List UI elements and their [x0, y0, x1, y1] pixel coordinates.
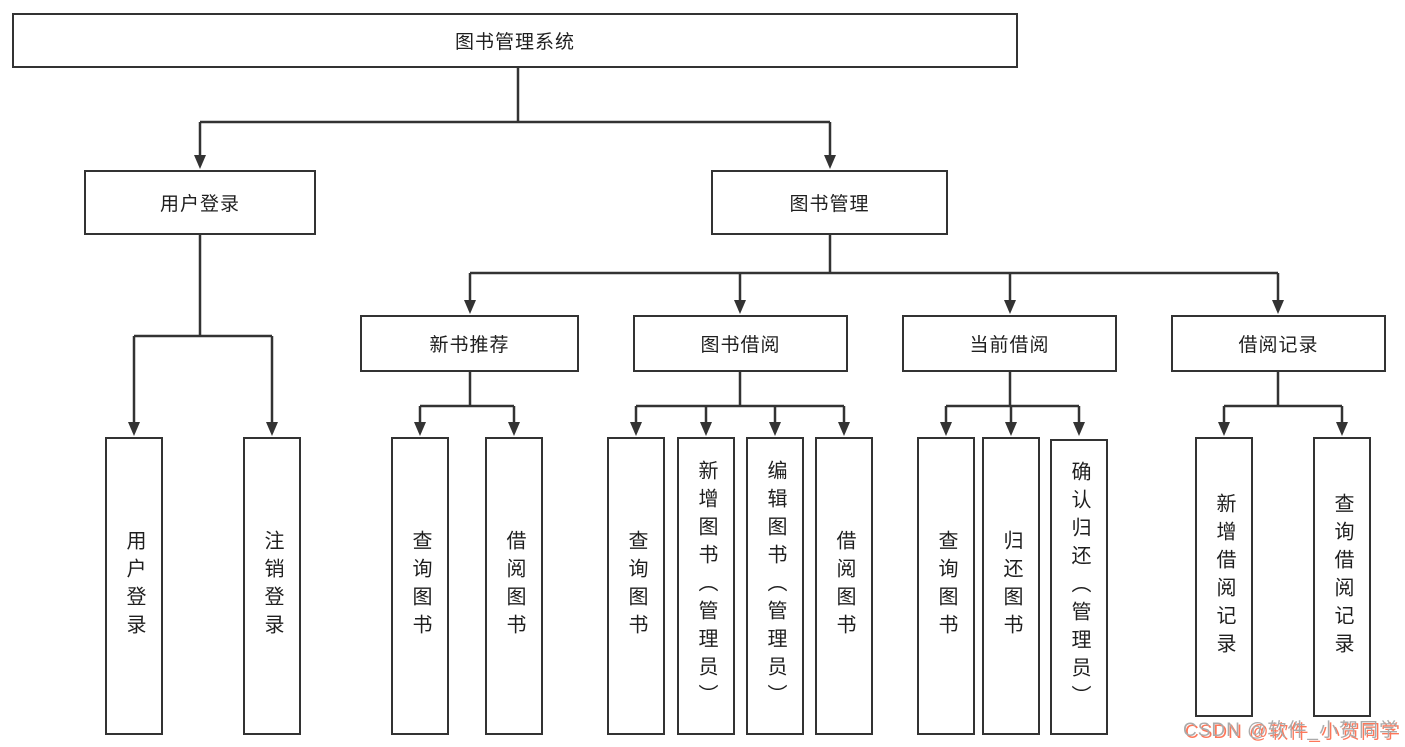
leaf-current-query-books: 查询图书	[917, 437, 975, 735]
node-book-borrow: 图书借阅	[633, 315, 848, 372]
node-label: 归还图书	[1000, 530, 1022, 642]
node-label: 新书推荐	[429, 335, 510, 356]
leaf-records-query-record: 查询借阅记录	[1313, 437, 1371, 717]
node-current-borrow: 当前借阅	[902, 315, 1117, 372]
leaf-current-return-books: 归还图书	[982, 437, 1040, 735]
node-label: 查询图书	[409, 530, 431, 642]
node-label: 图书借阅	[700, 335, 781, 356]
node-label: 图书管理系统	[454, 32, 575, 53]
node-label: 查询借阅记录	[1331, 493, 1353, 661]
node-label: 新增图书（管理员）	[695, 460, 717, 712]
node-label: 编辑图书（管理员）	[764, 460, 786, 712]
leaf-current-confirm-return-admin: 确认归还（管理员）	[1050, 439, 1108, 735]
leaf-borrow-borrow-books: 借阅图书	[815, 437, 873, 735]
node-label: 新增借阅记录	[1213, 493, 1235, 661]
leaf-recommend-query-books: 查询图书	[391, 437, 449, 735]
node-label: 查询图书	[625, 530, 647, 642]
node-label: 借阅记录	[1238, 335, 1319, 356]
node-new-book-recommend: 新书推荐	[360, 315, 579, 372]
leaf-records-add-record: 新增借阅记录	[1195, 437, 1253, 717]
leaf-borrow-add-books-admin: 新增图书（管理员）	[677, 437, 735, 735]
leaf-recommend-borrow-books: 借阅图书	[485, 437, 543, 735]
node-label: 用户登录	[123, 530, 145, 642]
node-label: 当前借阅	[969, 335, 1050, 356]
node-label: 确认归还（管理员）	[1068, 461, 1090, 713]
node-label: 用户登录	[159, 194, 240, 215]
node-label: 查询图书	[935, 530, 957, 642]
node-label: 借阅图书	[833, 530, 855, 642]
leaf-logout: 注销登录	[243, 437, 301, 735]
node-book-management: 图书管理	[711, 170, 948, 235]
leaf-borrow-edit-books-admin: 编辑图书（管理员）	[746, 437, 804, 735]
node-label: 借阅图书	[503, 530, 525, 642]
node-borrow-records: 借阅记录	[1171, 315, 1386, 372]
node-root-system: 图书管理系统	[12, 13, 1018, 68]
node-label: 注销登录	[261, 530, 283, 642]
node-label: 图书管理	[789, 194, 870, 215]
node-user-login: 用户登录	[84, 170, 316, 235]
csdn-watermark: CSDN @软件_小贺同学	[1183, 720, 1399, 741]
leaf-user-login: 用户登录	[105, 437, 163, 735]
leaf-borrow-query-books: 查询图书	[607, 437, 665, 735]
